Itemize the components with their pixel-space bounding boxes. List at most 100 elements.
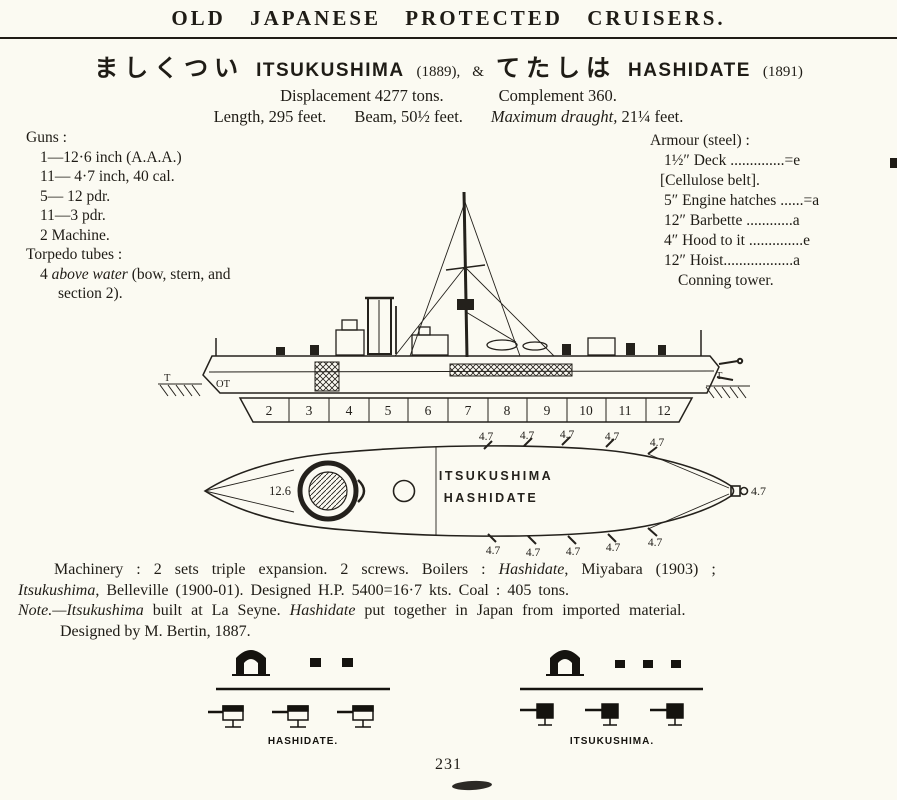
gun-item-5: 2 Machine. (40, 226, 110, 244)
armour-section: Armour (steel) : 1½″ Deck ..............… (650, 131, 895, 291)
gun-item-2: 11— 4·7 inch, 40 cal. (40, 168, 175, 185)
svg-text:OT: OT (216, 379, 231, 390)
svg-text:4.7: 4.7 (526, 547, 541, 559)
svg-text:4.7: 4.7 (566, 546, 581, 558)
stern-gun-label: 4.7 (751, 484, 766, 498)
armament-square-icon (643, 660, 653, 668)
itsukushima-silhouette-label: ITSUKUSHIMA. (570, 736, 654, 747)
gun-item-3: 5— 12 pdr. (40, 187, 111, 205)
itsukushima-silhouette-diagram: ITSUKUSHIMA. (520, 650, 703, 747)
scan-smudge-artifact (451, 779, 493, 792)
displacement-value: Displacement 4277 tons. (280, 86, 444, 105)
svg-text:4.7: 4.7 (650, 437, 665, 449)
svg-text:4.7: 4.7 (560, 430, 575, 441)
machinery-paragraph: Machinery : 2 sets triple expansion. 2 s… (18, 560, 880, 642)
japanese-name-hashidate: てたしは (495, 54, 616, 82)
armour-row-conning-tower: Conning tower. (678, 272, 774, 289)
svg-text:10: 10 (579, 403, 593, 418)
designer-line: Designed by M. Bertin, 1887. (60, 622, 251, 640)
hull-reference-marks: T OT T (164, 371, 723, 390)
ship-side-profile-drawing: 2 3 4 5 6 7 8 9 10 11 12 T OT T (158, 191, 750, 423)
waterline-hatching (158, 383, 750, 399)
svg-text:6: 6 (425, 403, 432, 418)
svg-text:ITSUKUSHIMA: ITSUKUSHIMA (439, 469, 553, 483)
compartment-numbers: 2 3 4 5 6 7 8 9 10 11 12 (266, 403, 671, 418)
gun-mount-icons (208, 705, 374, 728)
hull-hatched-band (449, 363, 573, 377)
mast-rigging (394, 201, 555, 357)
svg-text:7: 7 (465, 403, 472, 418)
deck-hatch-circle (392, 479, 416, 503)
mainmast (462, 191, 469, 358)
armour-row-hoist: 12″ Hoist..................a (664, 252, 801, 269)
armament-square-icon (310, 658, 321, 667)
torpedo-tubes-item-cont: section 2). (58, 285, 123, 302)
gun-item-4: 11—3 pdr. (40, 207, 106, 224)
armour-row-engine-hatches: 5″ Engine hatches ......=a (664, 192, 820, 209)
plan-gun-labels: 4.7 4.7 4.7 4.7 4.7 4.7 4.7 4.7 4.7 4.7 … (269, 430, 766, 559)
svg-text:4.7: 4.7 (486, 545, 501, 557)
svg-text:T: T (716, 371, 723, 382)
armour-row-cellulose: [Cellulose belt]. (660, 172, 760, 189)
ampersand: & (472, 64, 484, 80)
plan-deck-lines (204, 447, 730, 536)
hull-outline (202, 355, 720, 394)
stern-gun-mount (730, 485, 749, 497)
svg-text:3: 3 (306, 403, 313, 418)
guns-section: Guns : 1—12·6 inch (A.A.A.) 11— 4·7 inch… (26, 128, 276, 304)
fighting-top (457, 299, 474, 310)
ship-names-header: ましくつい ITSUKUSHIMA (1889), & てたしは HASHIDA… (0, 48, 897, 83)
armament-square-icon (342, 658, 353, 667)
page-number: 231 (435, 756, 462, 773)
stern-guns (716, 357, 744, 381)
svg-text:2: 2 (266, 403, 273, 418)
japanese-name-itsukushima: ましくつい (94, 54, 245, 82)
complement-value: Complement 360. (498, 86, 617, 105)
svg-text:HASHIDATE: HASHIDATE (444, 491, 539, 505)
draught-value: Maximum draught, 21¼ feet. (490, 107, 684, 126)
armament-square-icon (671, 660, 681, 668)
svg-text:12: 12 (657, 403, 671, 418)
armour-row-deck: 1½″ Deck ..............=e (664, 152, 801, 169)
guns-heading: Guns : (26, 129, 67, 146)
torpedo-tubes-heading: Torpedo tubes : (26, 246, 123, 263)
bow-gun-label: 12.6 (269, 484, 291, 498)
hashidate-year: (1891) (762, 64, 803, 80)
beam-value: Beam, 50½ feet. (354, 107, 463, 126)
title-rule (0, 37, 897, 39)
svg-text:4.7: 4.7 (605, 431, 620, 443)
mast-yard (445, 264, 486, 271)
ship-plan-drawing: 4.7 4.7 4.7 4.7 4.7 4.7 4.7 4.7 4.7 4.7 … (203, 430, 766, 559)
compartment-strip (238, 397, 694, 423)
machinery-line-2: Itsukushima, Belleville (1900-01). Desig… (18, 581, 569, 599)
itsukushima-year: (1889), (416, 64, 461, 80)
displacement-line: Displacement 4277 tons. Complement 360. (0, 86, 897, 106)
svg-text:4.7: 4.7 (520, 430, 535, 442)
svg-text:4.7: 4.7 (479, 431, 494, 443)
scan-edge-artifact (890, 158, 897, 168)
length-value: Length, 295 feet. (213, 107, 327, 126)
svg-text:11: 11 (619, 403, 632, 418)
hashidate-silhouette-label: HASHIDATE. (268, 736, 338, 747)
plan-hull-outline (203, 445, 735, 537)
ship-name-itsukushima: ITSUKUSHIMA (256, 60, 405, 81)
barbette-shield (357, 479, 366, 503)
note-line: Note.—Itsukushima built at La Seyne. Has… (18, 602, 686, 619)
svg-text:4: 4 (346, 403, 353, 418)
funnel (365, 296, 397, 355)
armour-row-barbette: 12″ Barbette ............a (664, 212, 800, 229)
armament-square-icon (615, 660, 625, 668)
hashidate-silhouette-diagram: HASHIDATE. (208, 650, 390, 747)
hull-hatched-panel (314, 361, 340, 392)
svg-text:5: 5 (385, 403, 392, 418)
machinery-line-1: Machinery : 2 sets triple expansion. 2 s… (54, 561, 716, 578)
gun-position-ticks (483, 436, 658, 545)
torpedo-tubes-item: 4 above water (bow, stern, and (40, 265, 231, 283)
svg-text:9: 9 (544, 403, 551, 418)
ship-name-hashidate: HASHIDATE (627, 60, 751, 81)
main-barbette-hatch (308, 471, 348, 511)
superstructure (335, 319, 616, 356)
svg-text:4.7: 4.7 (606, 542, 621, 554)
svg-text:T: T (164, 373, 171, 384)
